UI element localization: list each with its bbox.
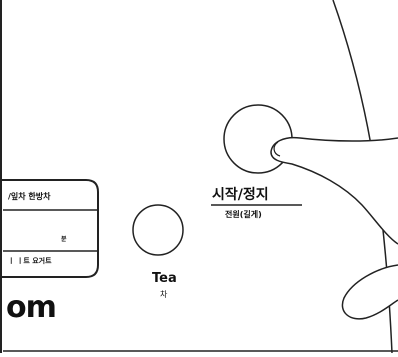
mode-panel-mid-text: 분 [61, 236, 67, 243]
pointing-finger [270, 136, 398, 245]
tea-button-label: Tea [152, 271, 177, 286]
tea-button[interactable] [132, 204, 184, 256]
mode-panel-frame [0, 179, 99, 278]
start-stop-button-sublabel: 전원(길게) [225, 210, 262, 219]
brand-logo-text: om [6, 290, 57, 325]
fingernail [273, 141, 281, 157]
supporting-hand [341, 264, 398, 320]
tea-button-sublabel: 차 [160, 290, 168, 299]
mode-panel-top-text: /잎차 한방차 [8, 192, 51, 201]
mode-panel-bottom-text: ㅣ ㅣ트 요거트 [8, 257, 52, 265]
start-stop-button-label: 시작/정지 [212, 187, 269, 203]
